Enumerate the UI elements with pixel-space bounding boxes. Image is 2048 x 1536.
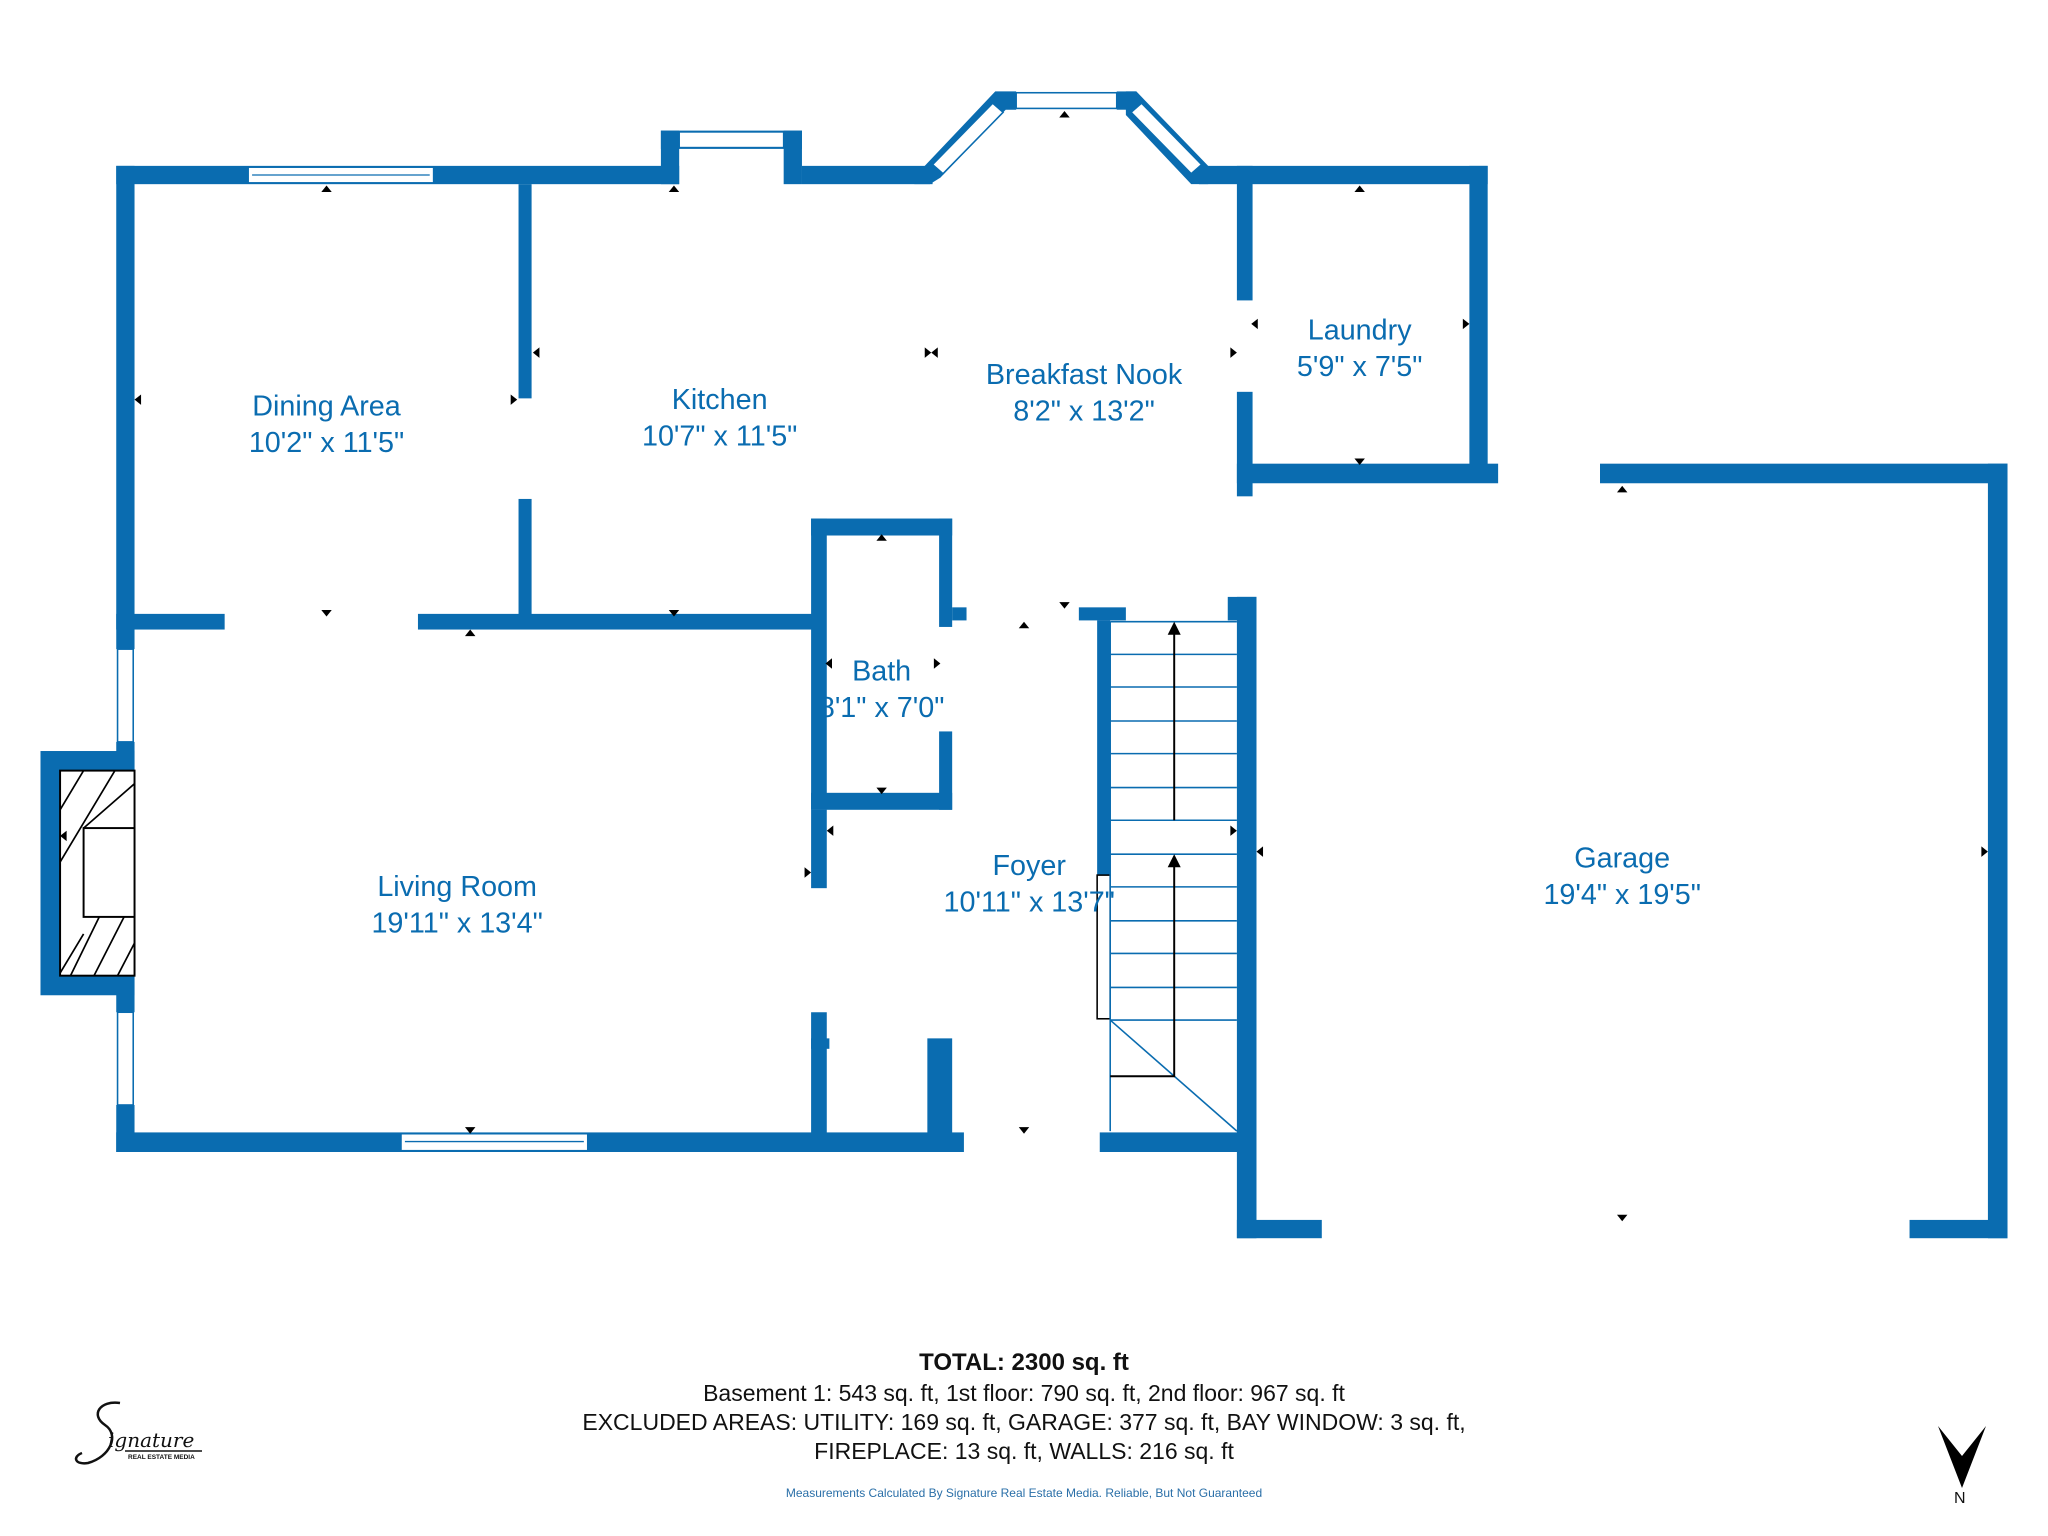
signature-logo: ignature REAL ESTATE MEDIA — [74, 1401, 202, 1465]
room-labels: Dining Area 10'2" x 11'5" Kitchen 10'7" … — [249, 315, 1701, 940]
room-name-dining-area: Dining Area — [252, 390, 401, 422]
room-size-garage: 19'4" x 19'5" — [1543, 879, 1701, 911]
summary-excluded-1: EXCLUDED AREAS: UTILITY: 169 sq. ft, GAR… — [582, 1409, 1466, 1435]
room-size-bath: 8'1" x 7'0" — [819, 692, 945, 724]
svg-text:ignature: ignature — [108, 1428, 194, 1452]
room-name-garage: Garage — [1574, 842, 1670, 874]
north-arrow-icon — [1938, 1426, 1986, 1488]
room-size-living-room: 19'11" x 13'4" — [371, 908, 542, 940]
dimension-markers — [60, 111, 1988, 1222]
room-size-foyer: 10'11" x 13'7" — [944, 887, 1115, 919]
room-name-living-room: Living Room — [377, 871, 537, 903]
room-name-bath: Bath — [852, 655, 911, 687]
total-area: TOTAL: 2300 sq. ft — [919, 1349, 1129, 1376]
disclaimer: Measurements Calculated By Signature Rea… — [785, 1486, 1263, 1500]
room-size-kitchen: 10'7" x 11'5" — [642, 420, 797, 452]
room-name-foyer: Foyer — [993, 850, 1067, 882]
room-size-dining-area: 10'2" x 11'5" — [249, 427, 404, 459]
north-label: N — [1954, 1490, 1966, 1507]
summary-excluded-2: FIREPLACE: 13 sq. ft, WALLS: 216 sq. ft — [814, 1438, 1234, 1464]
svg-text:REAL ESTATE MEDIA: REAL ESTATE MEDIA — [128, 1454, 195, 1461]
room-name-breakfast-nook: Breakfast Nook — [986, 359, 1183, 391]
staircase — [1109, 620, 1238, 1132]
summary-total: TOTAL: 2300 sq. ft — [0, 1348, 2048, 1377]
room-size-laundry: 5'9" x 7'5" — [1297, 351, 1423, 383]
room-size-breakfast-nook: 8'2" x 13'2" — [1013, 396, 1155, 428]
summary-floors: Basement 1: 543 sq. ft, 1st floor: 790 s… — [703, 1380, 1345, 1406]
fireplace-hatch — [59, 770, 136, 977]
walls — [40, 91, 2008, 1239]
room-name-kitchen: Kitchen — [672, 384, 768, 416]
room-name-laundry: Laundry — [1308, 315, 1412, 347]
